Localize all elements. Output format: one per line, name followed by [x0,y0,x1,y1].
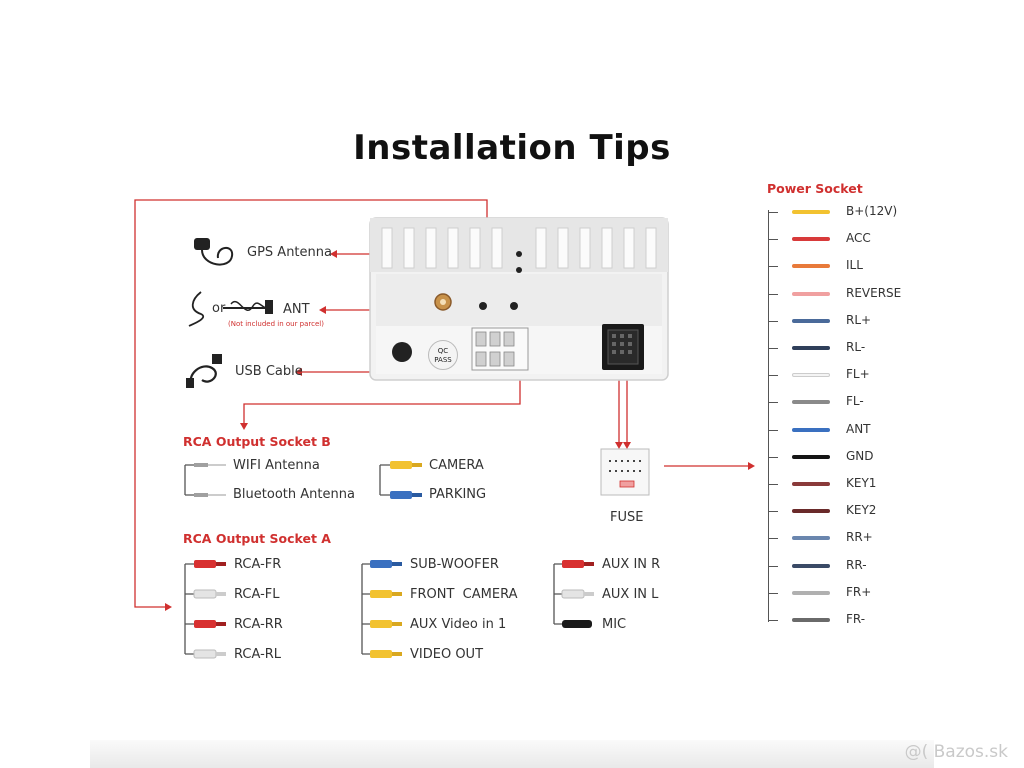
power-pin-wire [792,536,830,541]
power-pin-wire [792,427,830,432]
watermark: @( Bazos.sk [904,742,1008,762]
rca-b-connectors [184,461,422,499]
power-pin-wire [792,509,830,514]
rca-socket-b-heading: RCA Output Socket B [183,434,331,449]
power-pin-wire [792,618,830,622]
power-pin-tick [768,511,778,513]
power-socket-bracket [768,210,769,622]
rca-b-bluetooth-label: Bluetooth Antenna [233,487,355,502]
usb-cable-icon [186,354,222,388]
rca-a-video-out-label: VIDEO OUT [410,647,484,662]
power-pin-tick [768,266,778,268]
rca-a-fl-label: RCA-FL [234,587,280,602]
power-pin-wire [792,482,830,486]
power-socket-heading: Power Socket [767,181,863,196]
power-pin-label: FL+ [846,367,870,382]
rca-a-aux-in-l-label: AUX IN L [602,587,659,602]
rca-a-aux-video-label: AUX Video in 1 [410,617,507,632]
fm-antenna-icon [188,291,273,327]
qc-pass-sticker: QC PASS [428,340,458,370]
power-pin-label: ILL [846,258,863,273]
gps-antenna-icon [194,238,234,266]
ant-or-label: or [212,301,226,316]
power-pin-wire [792,590,830,595]
power-pin-wire [792,563,830,568]
power-pin-label: FR- [846,612,866,626]
power-pin-tick [768,239,778,241]
usb-cable-label: USB Cable [235,364,303,379]
power-pin-wire [792,318,830,323]
power-pin-tick [768,212,778,213]
ant-note: (Not included in our parcel) [228,320,324,328]
power-pin-tick [768,620,778,621]
bottom-shade [90,740,934,768]
power-pin-tick [768,293,778,295]
power-pin-wire [792,210,830,214]
fuse-label: FUSE [610,510,644,525]
power-pin-label: ACC [846,231,871,246]
rca-b-wifi-label: WIFI Antenna [233,458,320,473]
power-pin-wire [792,454,830,459]
power-pin-label: FR+ [846,584,872,599]
power-pin-tick [768,429,778,431]
power-pin-label: KEY1 [846,476,877,490]
power-pin-tick [768,565,778,567]
headunit-back-icon [369,217,669,381]
power-pin-tick [768,592,778,594]
power-pin-label: RL- [846,340,866,354]
ant-label: ANT [283,302,310,317]
power-pin-tick [768,538,778,540]
rca-a-mic-label: MIC [602,617,627,632]
power-pin-tick [768,375,778,377]
rca-a-rl-label: RCA-RL [234,647,282,662]
power-pin-label: B+(12V) [846,204,898,218]
power-pin-wire [792,291,830,296]
power-pin-label: KEY2 [846,503,877,518]
power-pin-label: GND [846,448,874,463]
power-pin-label: RR- [846,557,867,572]
power-pin-label: RR+ [846,530,873,545]
power-pin-wire [792,373,830,378]
rca-a-aux-in-r-label: AUX IN R [602,557,661,572]
rca-a-fr-label: RCA-FR [234,557,282,572]
power-pin-tick [768,320,778,322]
gps-antenna-label: GPS Antenna [247,245,332,260]
power-pin-tick [768,456,778,458]
fuse-box-icon [600,448,650,496]
power-pin-wire [792,400,830,405]
rca-a-front-camera-label: FRONT CAMERA [410,587,518,602]
power-socket-pins: B+(12V) ACC ILL REVERSE RL+ RL- FL+ FL- ANT GND KE… [768,0,968,768]
power-pin-tick [768,402,778,404]
rca-socket-a-heading: RCA Output Socket A [183,531,331,546]
power-pin-wire [792,346,830,350]
power-pin-tick [768,348,778,349]
power-pin-label: REVERSE [846,285,902,300]
power-pin-tick [768,484,778,485]
rca-a-connectors [184,560,594,659]
power-pin-label: RL+ [846,312,872,327]
rca-b-camera-label: CAMERA [429,458,484,473]
rca-b-parking-label: PARKING [429,487,487,502]
power-pin-wire [792,264,830,269]
rca-a-subwoofer-label: SUB-WOOFER [410,557,499,572]
power-pin-label: FL- [846,394,864,409]
power-pin-label: ANT [846,421,871,436]
page-title: Installation Tips [353,128,671,168]
power-pin-wire [792,237,830,242]
rca-a-rr-label: RCA-RR [234,617,283,632]
